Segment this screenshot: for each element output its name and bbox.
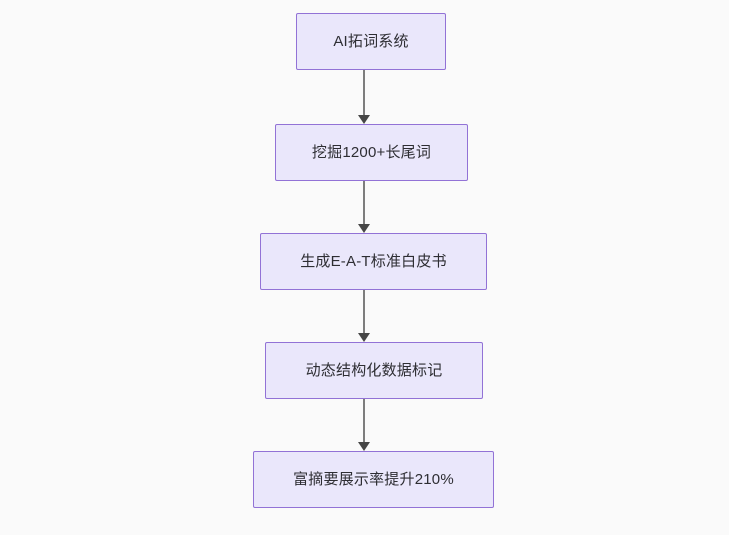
flow-node-label: 动态结构化数据标记 (305, 361, 443, 379)
flow-node-label: AI拓词系统 (333, 32, 409, 50)
flow-node-dynamic-structured-data-markup[interactable]: 动态结构化数据标记 (265, 342, 483, 399)
arrowhead-icon (358, 224, 370, 233)
arrowhead-icon (358, 115, 370, 124)
flow-node-label: 富摘要展示率提升210% (293, 470, 454, 488)
flow-edge-3 (357, 290, 371, 342)
flow-edge-4 (357, 399, 371, 451)
flow-node-generate-eat-whitepaper[interactable]: 生成E-A-T标准白皮书 (260, 233, 487, 290)
flow-node-label: 生成E-A-T标准白皮书 (300, 252, 447, 270)
edge-line (363, 290, 365, 334)
flow-node-label: 挖掘1200+长尾词 (311, 143, 432, 161)
flow-node-ai-keyword-system[interactable]: AI拓词系统 (296, 13, 446, 70)
flow-edge-1 (357, 70, 371, 124)
arrowhead-icon (358, 333, 370, 342)
edge-line (363, 399, 365, 443)
arrowhead-icon (358, 442, 370, 451)
edge-line (363, 181, 365, 225)
flow-node-rich-snippet-impression-lift[interactable]: 富摘要展示率提升210% (253, 451, 494, 508)
flow-node-mine-longtail-keywords[interactable]: 挖掘1200+长尾词 (275, 124, 468, 181)
flow-edge-2 (357, 181, 371, 233)
edge-line (363, 70, 365, 116)
